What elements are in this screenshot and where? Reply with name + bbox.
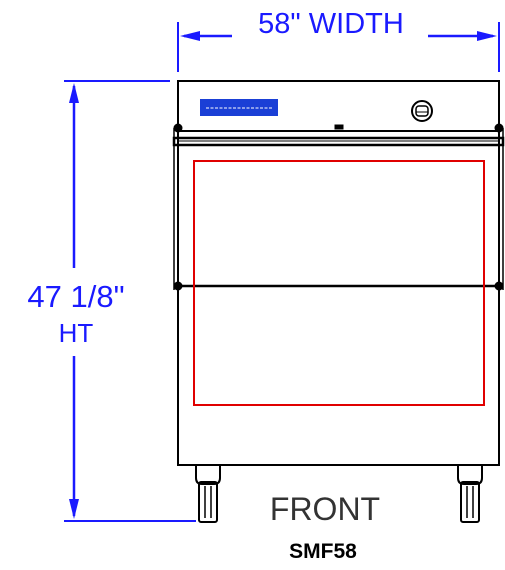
hinge-mid-left <box>173 281 183 291</box>
height-dimension-unit: HT <box>59 318 94 348</box>
view-label: FRONT <box>270 491 380 527</box>
width-arrow-right <box>477 31 497 41</box>
latch <box>334 124 344 130</box>
hinge-top-right <box>494 123 504 133</box>
cabinet-body <box>177 80 500 466</box>
lock-icon <box>411 100 433 122</box>
height-dimension <box>64 80 196 522</box>
width-dimension-label: 58" WIDTH <box>258 8 404 40</box>
caster-icon-left <box>195 465 221 523</box>
cabinet <box>172 80 505 466</box>
width-arrow-left <box>180 31 200 41</box>
height-arrow-top <box>69 83 79 103</box>
caster-icon-right <box>457 465 483 523</box>
height-arrow-bottom <box>69 499 79 519</box>
hinge-mid-right <box>494 281 504 291</box>
width-dimension <box>177 22 500 72</box>
model-label: SMF58 <box>289 540 357 563</box>
hinge-top-left <box>173 123 183 133</box>
nameplate <box>200 99 278 116</box>
height-dimension-label: 47 1/8" <box>27 279 124 314</box>
door-panel <box>193 160 485 406</box>
